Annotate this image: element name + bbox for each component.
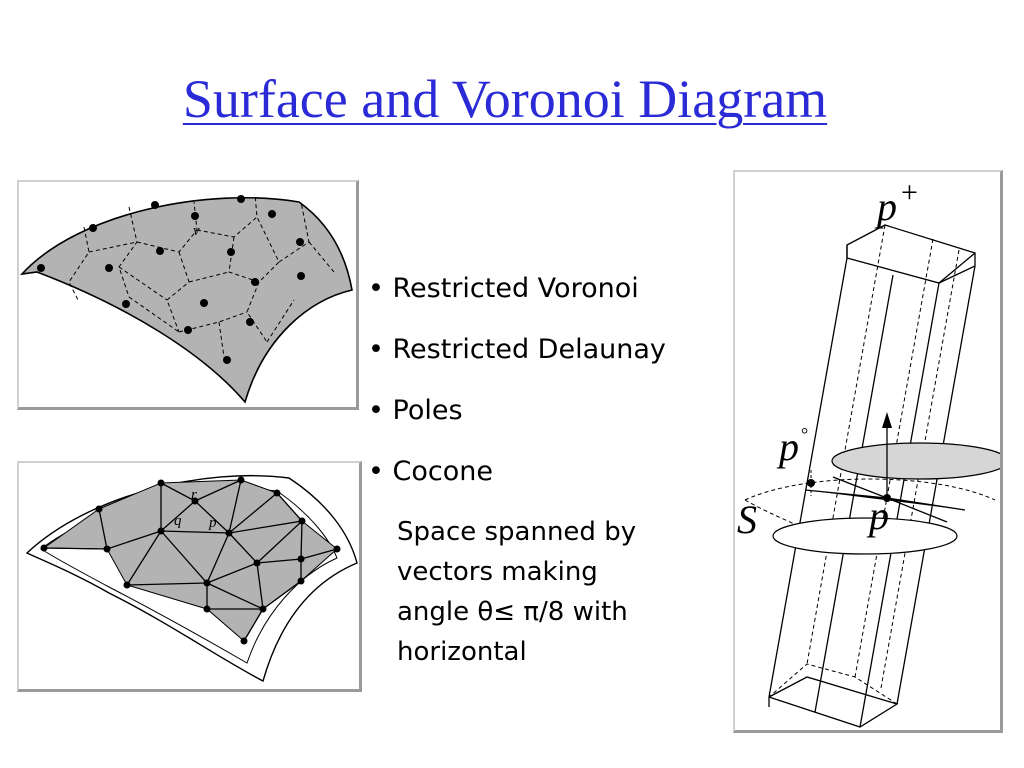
- voronoi-label-v: v: [193, 223, 200, 239]
- bullet-cocone: • Cocone: [368, 456, 493, 487]
- delaunay-label-q: q: [174, 513, 182, 529]
- bullet-restricted-voronoi: • Restricted Voronoi: [368, 273, 639, 304]
- cocone-label-pcirc: p: [776, 424, 799, 469]
- cocone-figure: p + p ° p S: [733, 170, 1003, 733]
- delaunay-figure: r q p: [17, 461, 362, 692]
- cocone-label-p: p: [866, 493, 889, 538]
- cocone-label-s: S: [737, 497, 757, 542]
- bullet-restricted-delaunay: • Restricted Delaunay: [368, 334, 666, 365]
- cocone-description: Space spanned by vectors making angle θ≤…: [397, 517, 637, 667]
- cocone-label-pplus: p: [874, 184, 897, 229]
- bullet-poles: • Poles: [368, 395, 463, 426]
- bullet-list: • Restricted Voronoi • Restricted Delaun…: [368, 274, 666, 487]
- cocone-label-pplus-sup: +: [901, 176, 918, 209]
- slide-title: Surface and Voronoi Diagram: [182, 69, 828, 129]
- voronoi-figure: v: [17, 180, 359, 410]
- delaunay-label-p: p: [208, 515, 217, 531]
- cocone-label-pcirc-sup: °: [801, 424, 808, 444]
- delaunay-label-r: r: [191, 487, 197, 503]
